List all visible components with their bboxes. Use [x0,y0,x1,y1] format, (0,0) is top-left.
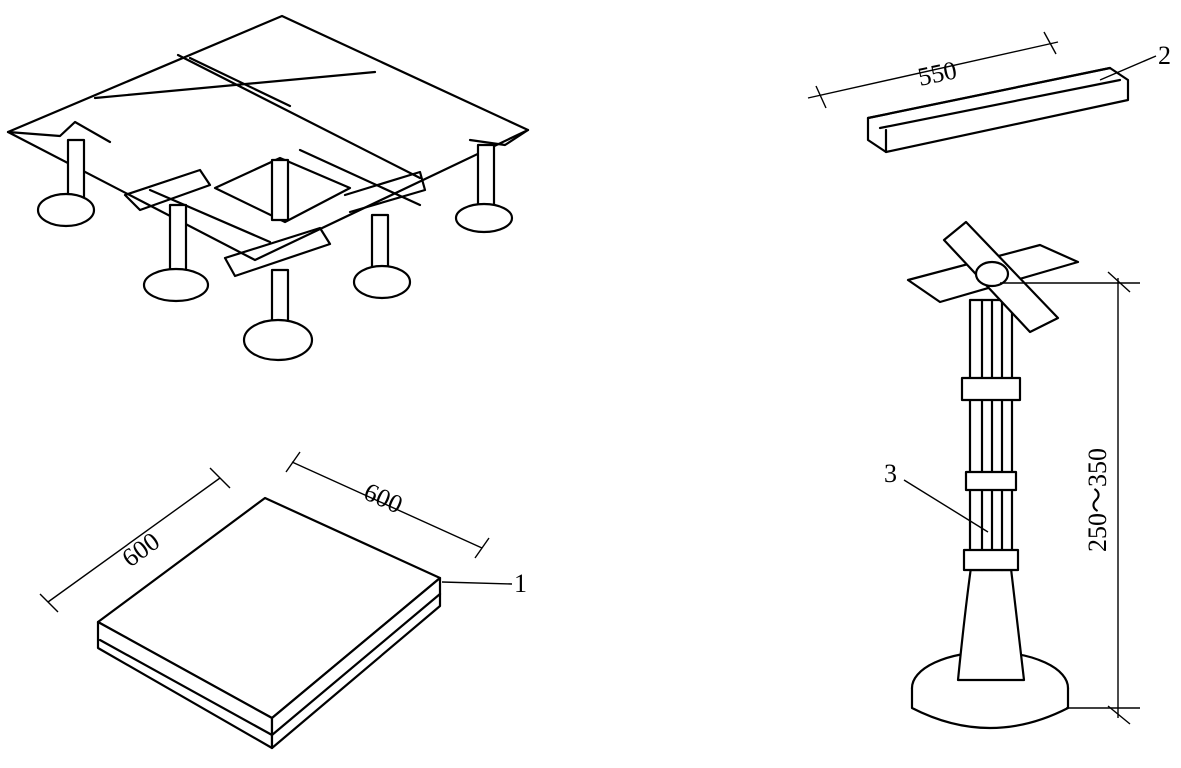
pedestal-post [352,213,412,300]
floor-tile-illustration [39,451,513,750]
pedestal-illustration [903,220,1140,729]
stringer-callout: 2 [1158,41,1171,70]
tile-depth-dimension: 600 [360,477,407,519]
tile-callout: 1 [514,569,527,598]
tile-width-dimension: 600 [116,526,165,572]
pedestal-post [270,158,290,222]
pedestal-post [142,203,210,303]
pedestal-height-dimension: 250～350 [1083,448,1112,552]
pedestal-post [242,268,314,362]
pedestal-post [36,138,96,228]
pedestal-callout: 3 [884,459,897,488]
stringer-illustration [807,31,1157,154]
pedestal-post [454,143,514,234]
floor-assembly-illustration [6,14,530,362]
stringer-length-dimension: 550 [915,55,959,91]
